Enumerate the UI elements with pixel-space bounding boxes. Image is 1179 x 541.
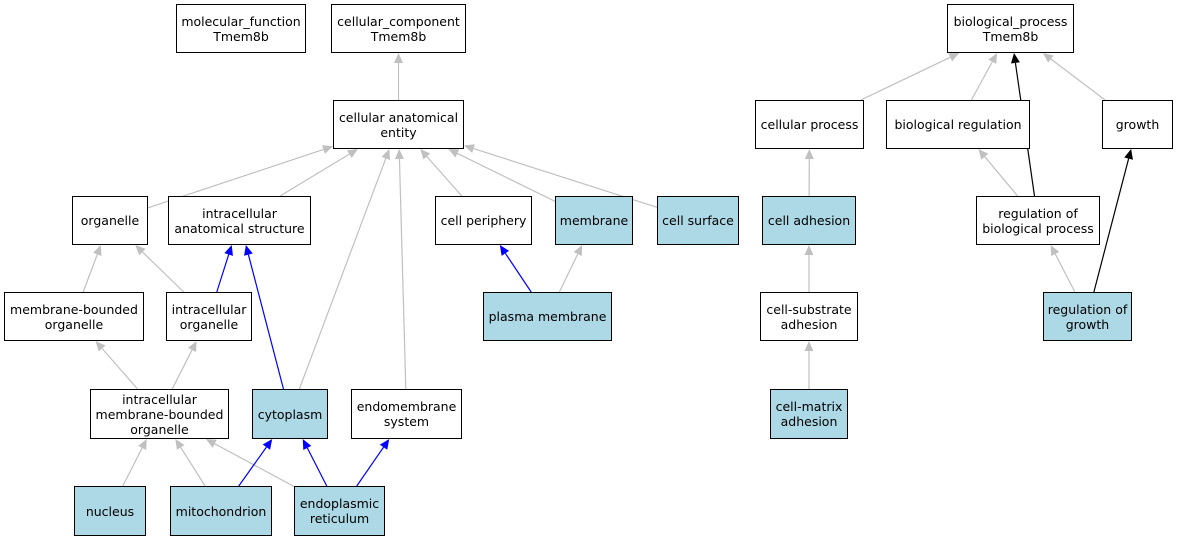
arrowhead-er-to-endomem: [379, 439, 390, 450]
node-membrane[interactable]: membrane: [555, 196, 633, 245]
arrowhead-io-to-organelle: [135, 245, 146, 256]
edge-reggrowth-to-regbio: [1054, 253, 1076, 293]
arrowhead-mito-to-imbo: [175, 439, 185, 450]
edge-membrane-to-cae: [457, 152, 556, 202]
arrowhead-nucleus-to-imbo: [138, 439, 147, 450]
arrowhead-membrane-to-cae: [448, 149, 460, 158]
edge-growth-to-bp: [1050, 58, 1106, 101]
arrowhead-pm-to-cellperiph: [499, 245, 510, 256]
node-endomembrane-system[interactable]: endomembrane system: [351, 389, 462, 439]
arrowhead-mbo-to-organelle: [93, 245, 102, 256]
node-cell-surface[interactable]: cell surface: [657, 196, 739, 245]
node-membrane-bounded-organelle[interactable]: membrane-bounded organelle: [4, 292, 144, 341]
arrowhead-er-to-imbo: [205, 439, 217, 448]
arrowhead-mito-to-cytoplasm: [262, 439, 273, 450]
node-regulation-of-biological-process[interactable]: regulation of biological process: [976, 196, 1100, 245]
node-endoplasmic-reticulum[interactable]: endoplasmic reticulum: [294, 486, 385, 536]
edge-cytoplasm-to-ias: [247, 254, 285, 390]
node-cell-matrix-adhesion[interactable]: cell-matrix adhesion: [770, 389, 848, 439]
edge-io-to-organelle: [142, 251, 185, 293]
arrowhead-bioreg-to-bp: [988, 53, 998, 64]
arrowhead-pm-to-membrane: [573, 245, 583, 256]
arrowhead-er-to-cytoplasm: [302, 439, 312, 450]
node-cell-substrate-adhesion[interactable]: cell-substrate adhesion: [760, 292, 858, 341]
edge-reggrowth-to-growth: [1093, 158, 1130, 293]
arrowhead-cae-to-cc: [394, 53, 403, 63]
arrowhead-cellsurface-to-cae: [464, 144, 475, 153]
edge-cellperiph-to-cae: [426, 156, 463, 197]
node-intracellular-membrane-bounded-organelle[interactable]: intracellular membrane-bounded organelle: [90, 389, 229, 439]
node-mitochondrion[interactable]: mitochondrion: [170, 486, 272, 536]
node-organelle[interactable]: organelle: [72, 196, 148, 245]
arrowhead-cellproc-to-bp: [948, 53, 960, 62]
node-cellular-component[interactable]: cellular_component Tmem8b: [331, 4, 466, 53]
node-plasma-membrane[interactable]: plasma membrane: [483, 292, 612, 341]
node-regulation-of-growth[interactable]: regulation of growth: [1043, 292, 1132, 341]
node-intracellular-organelle[interactable]: intracellular organelle: [166, 292, 252, 341]
arrowhead-cellperiph-to-cae: [420, 149, 431, 160]
arrowhead-growth-to-bp: [1042, 53, 1054, 63]
arrowhead-cma-to-csa: [804, 341, 814, 351]
node-cell-adhesion[interactable]: cell adhesion: [762, 196, 856, 245]
arrowhead-organelle-to-cae: [322, 145, 333, 154]
edge-endomem-to-cae: [398, 158, 407, 390]
node-cellular-anatomical-entity[interactable]: cellular anatomical entity: [333, 100, 464, 149]
node-cell-periphery[interactable]: cell periphery: [435, 196, 532, 245]
edge-mbo-to-organelle: [82, 254, 98, 293]
edge-nucleus-to-imbo: [122, 447, 143, 487]
edge-pm-to-membrane: [558, 253, 579, 293]
arrowhead-reggrowth-to-regbio: [1050, 245, 1060, 256]
arrowhead-io-to-ias: [224, 245, 233, 256]
node-intracellular-anatomical-structure[interactable]: intracellular anatomical structure: [168, 196, 311, 245]
edge-io-to-ias: [216, 254, 230, 293]
arrowhead-imbo-to-io: [188, 341, 197, 352]
arrowhead-ias-to-cae: [347, 149, 358, 159]
edge-ias-to-cae: [279, 153, 350, 197]
arrowhead-endomem-to-cae: [394, 149, 404, 160]
arrowhead-regbio-to-bioreg: [978, 149, 989, 160]
arrowhead-regbio-to-bp: [1010, 53, 1020, 64]
node-nucleus[interactable]: nucleus: [74, 486, 146, 536]
arrowhead-celladh-to-cellproc: [804, 149, 814, 160]
node-biological-regulation[interactable]: biological regulation: [886, 100, 1030, 149]
edge-pm-to-cellperiph: [504, 252, 532, 293]
node-cytoplasm[interactable]: cytoplasm: [252, 389, 328, 439]
arrowhead-cytoplasm-to-cae: [381, 149, 391, 160]
edge-imbo-to-io: [171, 349, 193, 390]
node-growth[interactable]: growth: [1102, 100, 1173, 149]
arrowhead-imbo-to-mbo: [95, 341, 106, 352]
edge-er-to-cytoplasm: [306, 447, 328, 487]
edge-bioreg-to-bp: [970, 61, 993, 101]
node-cellular-process[interactable]: cellular process: [755, 100, 864, 149]
edge-mito-to-imbo: [180, 447, 206, 487]
edge-cellproc-to-bp: [860, 56, 951, 101]
arrowhead-reggrowth-to-growth: [1124, 149, 1133, 160]
edge-mito-to-cytoplasm: [238, 446, 267, 487]
edge-regbio-to-bioreg: [984, 156, 1019, 197]
arrowhead-cytoplasm-to-ias: [244, 245, 253, 256]
arrowhead-csa-to-celladh: [804, 245, 814, 255]
edge-er-to-endomem: [356, 446, 385, 487]
edge-imbo-to-mbo: [101, 348, 139, 390]
node-biological-process[interactable]: biological_process Tmem8b: [947, 4, 1074, 53]
node-molecular-function[interactable]: molecular_function Tmem8b: [176, 4, 306, 53]
edge-cytoplasm-to-cae: [298, 158, 387, 390]
